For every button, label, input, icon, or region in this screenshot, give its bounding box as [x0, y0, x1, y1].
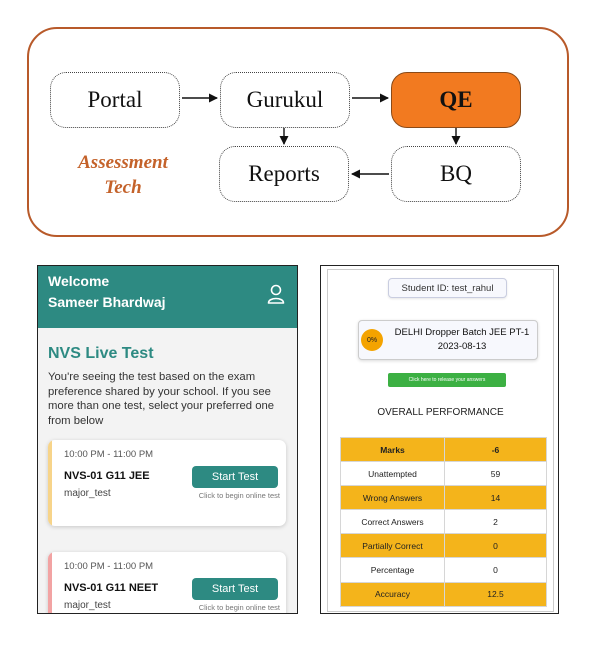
release-answers-button[interactable]: Click here to release your answers	[388, 373, 506, 387]
table-row: Correct Answers 2	[340, 509, 547, 535]
node-qe: QE	[391, 72, 521, 128]
live-test-screen: Welcome Sameer Bhardwaj NVS Live Test Yo…	[37, 265, 298, 614]
user-profile-icon[interactable]	[267, 284, 285, 304]
row-label: Partially Correct	[340, 533, 445, 559]
results-panel: Student ID: test_rahul 0% DELHI Dropper …	[327, 269, 554, 612]
table-row: Marks -6	[340, 436, 547, 463]
row-value: -6	[444, 436, 547, 463]
start-test-hint: Click to begin online test	[198, 491, 280, 500]
test-time: 10:00 PM - 11:00 PM	[64, 561, 154, 572]
section-title: NVS Live Test	[48, 345, 154, 362]
node-gurukul: Gurukul	[220, 72, 350, 128]
batch-card: 0% DELHI Dropper Batch JEE PT-1 2023-08-…	[358, 320, 538, 360]
table-row: Unattempted 59	[340, 461, 547, 487]
row-label: Wrong Answers	[340, 485, 445, 511]
performance-table: Marks -6 Unattempted 59 Wrong Answers 14…	[340, 436, 547, 607]
overall-performance-title: OVERALL PERFORMANCE	[377, 407, 504, 418]
test-type: major_test	[64, 600, 111, 611]
node-portal: Portal	[50, 72, 180, 128]
user-name: Sameer Bhardwaj	[48, 294, 166, 310]
table-row: Percentage 0	[340, 557, 547, 583]
section-description: You're seeing the test based on the exam…	[48, 371, 275, 427]
node-reports: Reports	[219, 146, 349, 202]
table-row: Partially Correct 0	[340, 533, 547, 559]
results-screen: Student ID: test_rahul 0% DELHI Dropper …	[320, 265, 559, 614]
row-label: Percentage	[340, 557, 445, 583]
row-label: Marks	[340, 436, 445, 463]
test-name: NVS-01 G11 JEE	[64, 470, 150, 482]
start-test-button[interactable]: Start Test	[192, 578, 278, 600]
row-value: 14	[444, 485, 547, 511]
test-time: 10:00 PM - 11:00 PM	[64, 449, 154, 460]
row-label: Correct Answers	[340, 509, 445, 535]
card-accent	[48, 552, 52, 613]
row-label: Accuracy	[340, 581, 445, 607]
row-label: Unattempted	[340, 461, 445, 487]
node-bq: BQ	[391, 146, 521, 202]
batch-name: DELHI Dropper Batch JEE PT-1	[394, 327, 530, 338]
assessment-label-line2: Tech	[104, 177, 142, 198]
table-row: Accuracy 12.5	[340, 581, 547, 607]
test-name: NVS-01 G11 NEET	[64, 582, 159, 594]
card-accent	[48, 440, 52, 526]
row-value: 12.5	[444, 581, 547, 607]
row-value: 0	[444, 557, 547, 583]
test-card[interactable]: 10:00 PM - 11:00 PM NVS-01 G11 JEE major…	[48, 440, 286, 526]
test-type: major_test	[64, 488, 111, 499]
assessment-tech-label: Assessment Tech	[58, 150, 188, 200]
test-card[interactable]: 10:00 PM - 11:00 PM NVS-01 G11 NEET majo…	[48, 552, 286, 613]
row-value: 2	[444, 509, 547, 535]
student-id-badge: Student ID: test_rahul	[388, 278, 507, 298]
start-test-hint: Click to begin online test	[198, 603, 280, 612]
table-row: Wrong Answers 14	[340, 485, 547, 511]
flow-frame	[27, 27, 569, 237]
app-header: Welcome Sameer Bhardwaj	[38, 266, 297, 328]
row-value: 59	[444, 461, 547, 487]
welcome-text: Welcome	[48, 273, 110, 289]
row-value: 0	[444, 533, 547, 559]
percent-badge: 0%	[361, 329, 383, 351]
assessment-label-line1: Assessment	[78, 152, 168, 173]
start-test-button[interactable]: Start Test	[192, 466, 278, 488]
batch-date: 2023-08-13	[437, 341, 487, 352]
